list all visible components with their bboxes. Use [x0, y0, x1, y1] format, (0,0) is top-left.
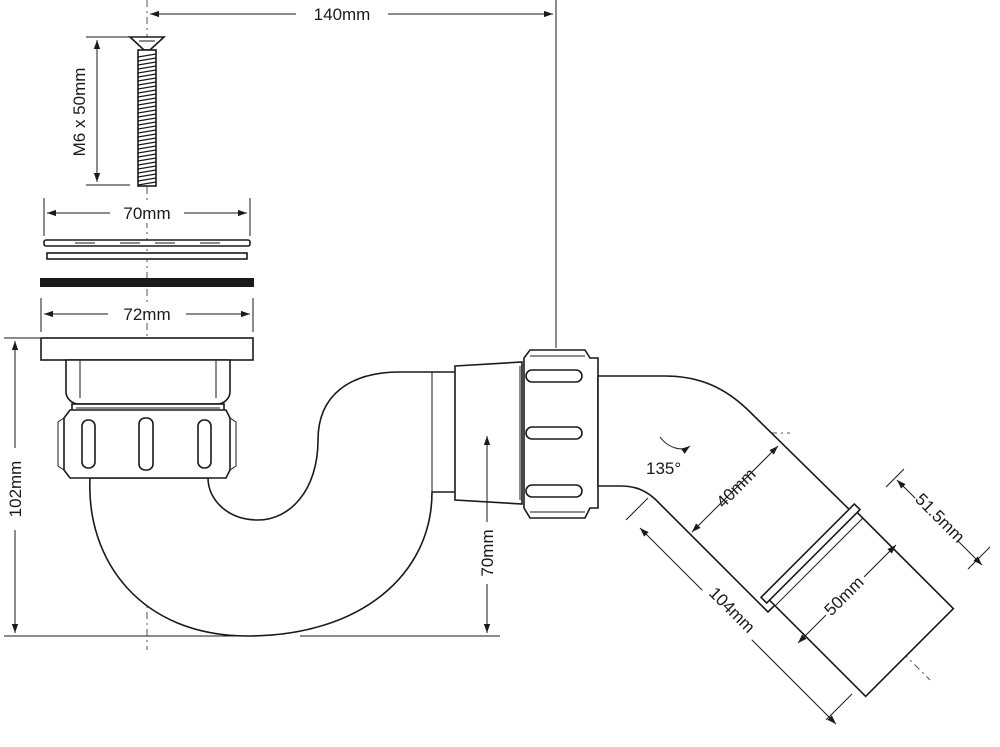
- thread-line: [137, 173, 157, 178]
- thread-line: [137, 153, 157, 158]
- thread-line: [137, 125, 157, 130]
- thread-line: [137, 109, 157, 114]
- screw-thread: [137, 53, 157, 186]
- thread-line: [137, 93, 157, 98]
- thread-line: [137, 105, 157, 110]
- overall-width-label: 140mm: [314, 5, 371, 24]
- thread-line: [137, 81, 157, 86]
- thread-line: [137, 85, 157, 90]
- thread-line: [137, 77, 157, 82]
- outlet-height-label: 70mm: [478, 529, 497, 576]
- screw: [127, 36, 167, 187]
- thread-line: [137, 161, 157, 166]
- thread-line: [137, 181, 157, 186]
- thread-line: [137, 121, 157, 126]
- thread-line: [137, 133, 157, 138]
- thread-line: [137, 57, 157, 62]
- overall-height-label: 102mm: [6, 461, 25, 518]
- thread-line: [137, 101, 157, 106]
- thread-line: [137, 149, 157, 154]
- thread-line: [137, 65, 157, 70]
- waste-body: [65, 359, 231, 405]
- pipe-outer-diameter-label: 51.5mm: [911, 490, 968, 547]
- plate-width-label: 70mm: [123, 204, 170, 223]
- thread-line: [137, 137, 157, 142]
- thread-line: [137, 61, 157, 66]
- thread-line: [137, 69, 157, 74]
- thread-line: [137, 129, 157, 134]
- outlet-sleeve: [454, 361, 523, 505]
- thread-line: [137, 89, 157, 94]
- thread-line: [137, 113, 157, 118]
- thread-line: [137, 73, 157, 78]
- rubber-seal: [40, 278, 254, 287]
- top-flange: [40, 337, 254, 361]
- thread-line: [137, 53, 157, 58]
- thread-line: [137, 117, 157, 122]
- thread-line: [137, 145, 157, 150]
- angle-arc: [659, 436, 691, 454]
- thread-line: [137, 165, 157, 170]
- angle-label: 135°: [646, 459, 681, 478]
- thread-line: [137, 141, 157, 146]
- screw-dimension-label: M6 x 50mm: [70, 68, 89, 157]
- thread-line: [137, 157, 157, 162]
- washer: [46, 252, 248, 260]
- grate-plate: [43, 239, 251, 247]
- elbow-dimension-line: [691, 445, 779, 533]
- thread-line: [137, 97, 157, 102]
- outlet-width-label: 72mm: [123, 305, 170, 324]
- thread-line: [137, 169, 157, 174]
- thread-line: [137, 177, 157, 182]
